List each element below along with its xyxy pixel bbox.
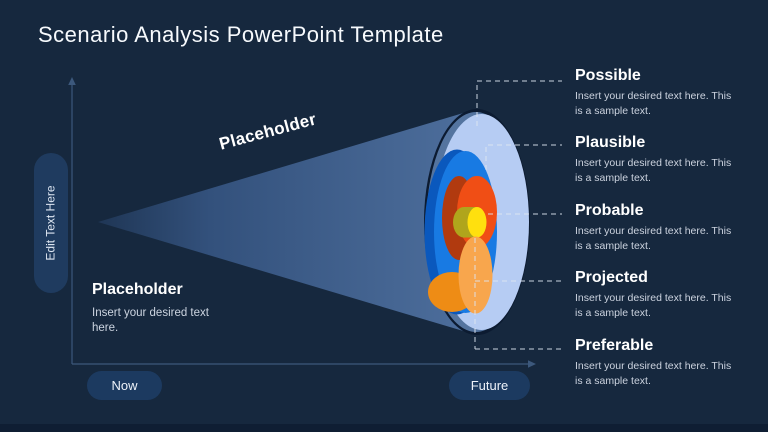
- future-pill-label: Future: [470, 378, 509, 393]
- now-pill[interactable]: Now: [87, 371, 162, 400]
- future-pill[interactable]: Future: [449, 371, 530, 400]
- cone-shape: [98, 111, 470, 333]
- scenario-desc[interactable]: Insert your desired text here. This is a…: [575, 90, 732, 117]
- scenario-desc[interactable]: Insert your desired text here. This is a…: [575, 292, 732, 319]
- placeholder-block[interactable]: Placeholder Insert your desired text her…: [92, 281, 210, 336]
- scenario-label: Possible: [575, 67, 641, 84]
- connector-possible: [476, 80, 562, 126]
- edit-text-pill-label: Edit Text Here: [44, 185, 58, 261]
- connector-plausible: [485, 144, 562, 170]
- scenario-label: Projected: [575, 269, 648, 286]
- edit-text-pill[interactable]: Edit Text Here: [34, 153, 68, 293]
- scenario-item-plausible: Plausible Insert your desired text here.…: [575, 133, 753, 185]
- now-pill-label: Now: [111, 378, 138, 393]
- scenario-label: Probable: [575, 202, 644, 219]
- scenario-item-preferable: Preferable Insert your desired text here…: [575, 336, 753, 388]
- scenario-item-possible: Possible Insert your desired text here. …: [575, 66, 753, 118]
- scenario-label: Preferable: [575, 337, 654, 354]
- scenario-desc[interactable]: Insert your desired text here. This is a…: [575, 225, 732, 252]
- bottom-strip: [0, 424, 768, 432]
- core-ellipse: [467, 207, 487, 238]
- scenario-item-projected: Projected Insert your desired text here.…: [575, 268, 753, 320]
- scenario-label: Plausible: [575, 134, 646, 151]
- scenario-desc[interactable]: Insert your desired text here. This is a…: [575, 157, 732, 184]
- placeholder-body: Insert your desired text here.: [92, 307, 209, 334]
- scenario-item-probable: Probable Insert your desired text here. …: [575, 201, 753, 253]
- page-title: Scenario Analysis PowerPoint Template: [38, 22, 444, 47]
- scenario-desc[interactable]: Insert your desired text here. This is a…: [575, 360, 732, 387]
- y-axis-arrow-icon: [68, 77, 76, 85]
- x-axis-arrow-icon: [528, 360, 536, 368]
- placeholder-heading: Placeholder: [92, 281, 183, 298]
